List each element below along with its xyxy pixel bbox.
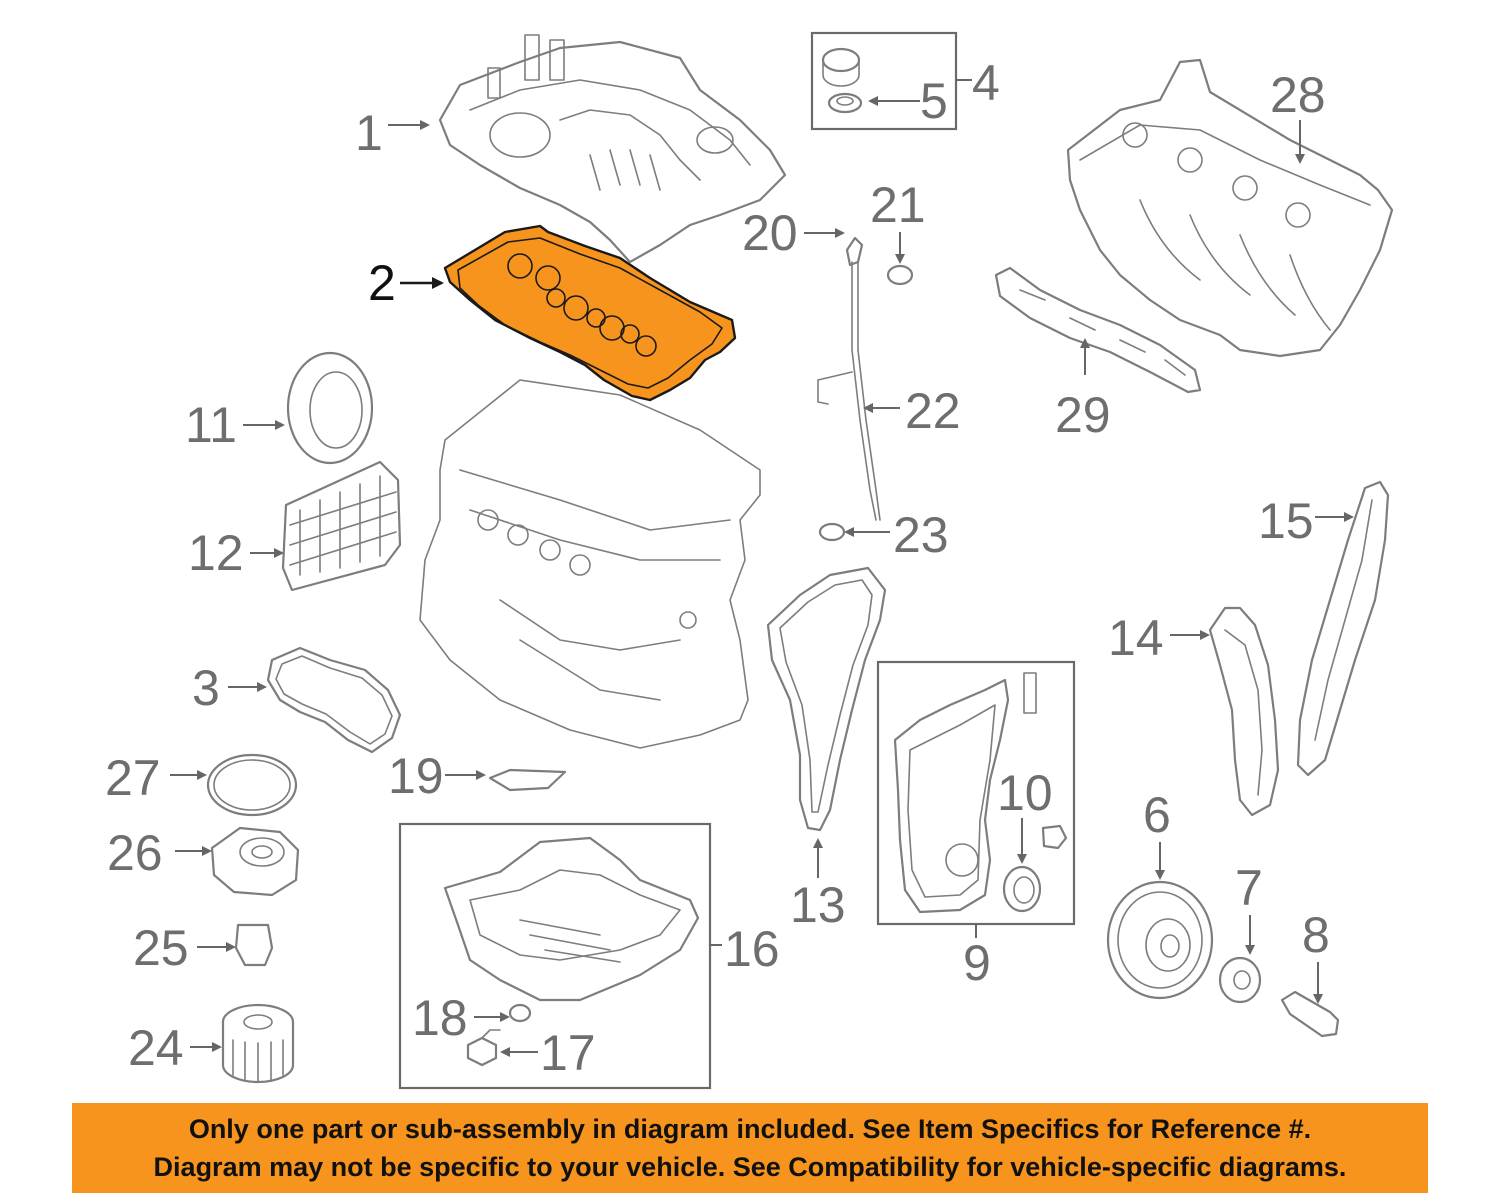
callout-4: 4 [972, 55, 1000, 111]
valve-cover-part [438, 34, 787, 264]
drain-plug-part [466, 1036, 498, 1067]
callout-17: 17 [540, 1025, 596, 1081]
oil-pan-group-box [398, 822, 712, 1090]
intake-gasket-part [994, 266, 1202, 394]
chain-guide-part [1208, 606, 1280, 817]
callout-2: 2 [368, 255, 396, 311]
oil-filter-part [221, 1003, 295, 1084]
callout-8: 8 [1302, 907, 1330, 963]
crank-bolt-part [1280, 990, 1340, 1038]
cover-bolt-part [1041, 824, 1068, 850]
callout-26: 26 [107, 825, 163, 881]
callout-19: 19 [388, 748, 444, 804]
sealant-tube-part [488, 768, 567, 792]
callout-labels: 1 2 3 4 5 6 7 8 9 10 11 12 13 14 15 16 1… [105, 55, 1330, 1081]
callout-22: 22 [905, 383, 961, 439]
o-ring-part [206, 753, 298, 817]
callout-12: 12 [188, 525, 244, 581]
leader-lines [170, 79, 1354, 1057]
notice-banner: Only one part or sub-assembly in diagram… [72, 1103, 1428, 1193]
crank-seal-part [286, 351, 374, 465]
oil-pan-part [443, 836, 700, 1002]
timing-cover-part [893, 672, 1037, 914]
callout-10: 10 [997, 765, 1053, 821]
callout-6: 6 [1143, 787, 1171, 843]
callout-25: 25 [133, 920, 189, 976]
cover-gasket-part [266, 646, 402, 754]
callout-14: 14 [1108, 610, 1164, 666]
timing-chain-part [766, 566, 887, 832]
engine-block-outline [419, 379, 761, 749]
notice-line-1: Only one part or sub-assembly in diagram… [188, 1114, 1312, 1144]
callout-9: 9 [963, 935, 991, 991]
callout-18: 18 [412, 990, 468, 1046]
dipstick-handle-part [845, 236, 864, 267]
callout-15: 15 [1258, 493, 1314, 549]
callout-5: 5 [920, 73, 948, 129]
crank-pulley-part [1106, 880, 1214, 1000]
notice-line-2: Diagram may not be specific to your vehi… [153, 1152, 1347, 1182]
valve-cover-gasket-part [443, 224, 737, 402]
callout-11: 11 [185, 397, 237, 453]
callout-1: 1 [355, 105, 383, 161]
callout-16: 16 [724, 921, 780, 977]
callout-7: 7 [1235, 860, 1263, 916]
oil-pressure-sensor-part [234, 923, 274, 967]
callout-21: 21 [870, 177, 926, 233]
washer-part [1218, 956, 1262, 1004]
callout-13: 13 [790, 877, 846, 933]
callout-27: 27 [105, 750, 161, 806]
callout-29: 29 [1055, 387, 1111, 443]
callout-24: 24 [128, 1020, 184, 1076]
callout-28: 28 [1270, 67, 1326, 123]
intake-manifold-part [1066, 58, 1394, 358]
callout-3: 3 [192, 660, 220, 716]
callout-23: 23 [893, 507, 949, 563]
oil-cooler-part [210, 826, 300, 897]
callout-20: 20 [742, 205, 798, 261]
